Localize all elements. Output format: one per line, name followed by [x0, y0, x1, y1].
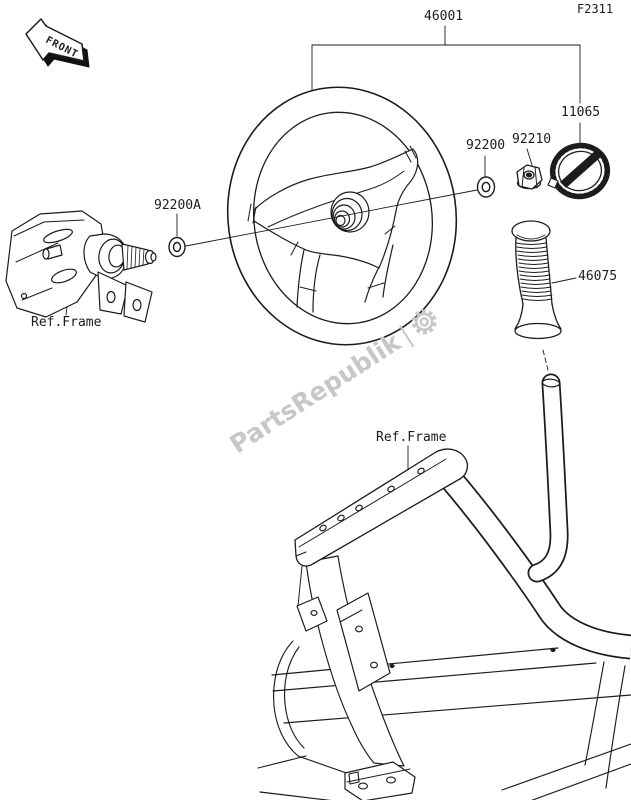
ref-frame-bracket-drawing [5, 210, 157, 323]
part-label-washer-a: 92200A [154, 198, 201, 213]
cap-11065-drawing [547, 142, 611, 200]
washer-92200a-drawing [168, 236, 186, 258]
front-arrow: FRONT [25, 18, 90, 68]
grip-46075-drawing [511, 220, 562, 340]
part-label-cap: 11065 [561, 105, 601, 120]
part-label-steering-wheel: 46001 [424, 9, 464, 24]
ref-frame-label-left: Ref.Frame [31, 315, 102, 330]
frame-drawing [257, 448, 631, 800]
nut-92210-drawing [516, 164, 543, 190]
ref-frame-label-bottom: Ref.Frame [376, 430, 447, 445]
washer-92200-drawing [476, 176, 496, 198]
part-label-nut: 92210 [512, 132, 552, 147]
beam-holes [319, 467, 425, 532]
diagram-code: F2311 [577, 2, 614, 16]
part-label-washer: 92200 [466, 138, 506, 153]
steering-wheel-drawing [226, 86, 458, 346]
part-label-grip: 46075 [578, 269, 618, 284]
steering-stem-drawing [527, 373, 569, 583]
